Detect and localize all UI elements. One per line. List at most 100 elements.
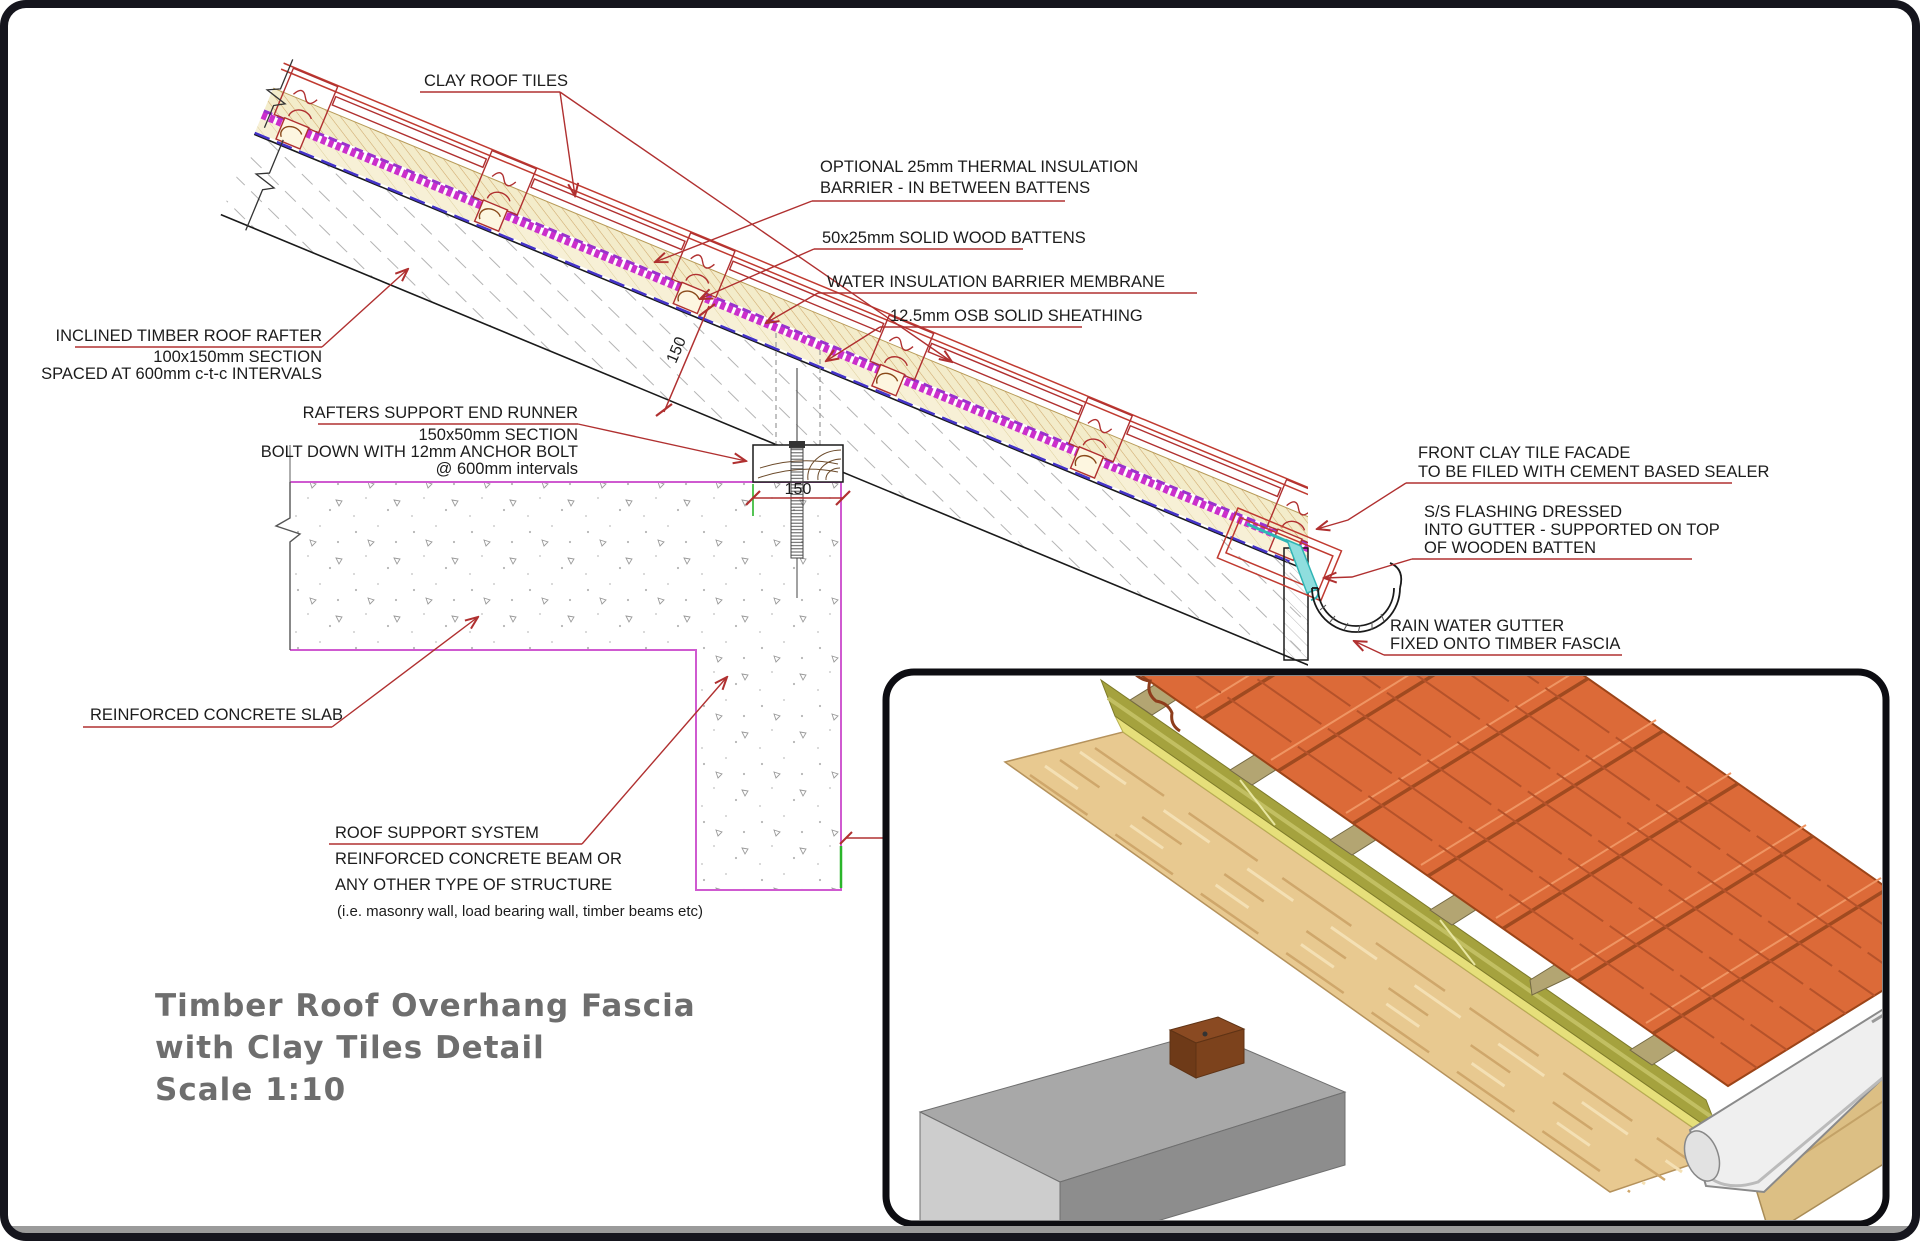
concrete-3d xyxy=(918,1031,1347,1220)
label-text: INTO GUTTER - SUPPORTED ON TOP xyxy=(1424,521,1720,539)
label-text: ROOF SUPPORT SYSTEM xyxy=(335,824,539,842)
gutter-profile xyxy=(1311,562,1403,634)
tiles-3d xyxy=(1126,676,1882,1088)
inset-border xyxy=(882,668,1890,1228)
dim-runner-width-text: 150 xyxy=(785,481,812,498)
label-text: 50x25mm SOLID WOOD BATTENS xyxy=(822,229,1086,247)
label-text: REINFORCED CONCRETE BEAM OR xyxy=(335,850,622,868)
drawing-title-line2: with Clay Tiles Detail xyxy=(155,1030,545,1066)
inset-3d-view xyxy=(882,668,1890,1228)
label-text: S/S FLASHING DRESSED xyxy=(1424,503,1622,521)
leader xyxy=(826,326,881,361)
tile-unit xyxy=(1067,396,1282,498)
label-water-membrane: WATER INSULATION BARRIER MEMBRANE xyxy=(766,273,1197,323)
bolt-head xyxy=(789,441,805,448)
tile-edge-scallops xyxy=(1126,676,1181,733)
gutter-hatch xyxy=(1319,604,1385,634)
rafter-3d xyxy=(1003,731,1730,1194)
label-text: 100x150mm SECTION xyxy=(153,348,322,366)
roof-assembly-clip xyxy=(220,59,1308,673)
label-text: BARRIER - IN BETWEEN BATTENS xyxy=(820,179,1090,197)
rafter-top-line xyxy=(253,133,1308,593)
bottom-edge-strip xyxy=(8,1226,1912,1234)
insulation-3d xyxy=(1099,678,1722,1138)
label-text: FRONT CLAY TILE FACADE xyxy=(1418,444,1630,462)
label-osb-sheathing: 12.5mm OSB SOLID SHEATHING xyxy=(826,307,1143,361)
label-text: OPTIONAL 25mm THERMAL INSULATION xyxy=(820,158,1138,176)
end-runner-group xyxy=(752,333,844,598)
label-text: 150x50mm SECTION xyxy=(418,426,578,444)
label-thermal-insulation: OPTIONAL 25mm THERMAL INSULATION BARRIER… xyxy=(655,158,1138,262)
label-text: 12.5mm OSB SOLID SHEATHING xyxy=(890,307,1143,325)
annotation-labels: CLAY ROOF TILES OPTIONAL 25mm THERMAL IN… xyxy=(41,72,1769,920)
leader-branch xyxy=(559,91,575,196)
plank-highlights xyxy=(1044,750,1683,1186)
roof-assembly xyxy=(220,59,1308,673)
break-line-upper xyxy=(263,59,294,128)
membrane-line xyxy=(260,111,1308,576)
tile-corrugations xyxy=(1156,676,1882,1069)
plank-streaks xyxy=(1029,746,1701,1194)
concrete-slab-shape xyxy=(274,445,843,891)
label-text: INCLINED TIMBER ROOF RAFTER xyxy=(56,327,323,345)
concrete-outline xyxy=(290,481,842,891)
leader xyxy=(1354,641,1385,656)
label-roof-support: ROOF SUPPORT SYSTEM REINFORCED CONCRETE … xyxy=(329,677,727,920)
leader xyxy=(700,248,815,299)
label-text: OF WOODEN BATTEN xyxy=(1424,539,1596,557)
label-text: @ 600mm intervals xyxy=(436,460,578,478)
title-block: Timber Roof Overhang Fascia with Clay Ti… xyxy=(155,988,696,1108)
label-text: BOLT DOWN WITH 12mm ANCHOR BOLT xyxy=(261,443,578,461)
leader xyxy=(655,200,813,262)
concrete-stipple-fill xyxy=(290,482,841,890)
inset-3d-content xyxy=(918,676,1882,1220)
tile-surface-line-1 xyxy=(283,62,1308,512)
label-inclined-rafter: INCLINED TIMBER ROOF RAFTER 100x150mm SE… xyxy=(41,269,408,383)
runner-3d xyxy=(1168,1016,1246,1079)
insulation-band-hatch xyxy=(264,88,1308,567)
drawing-title-line3: Scale 1:10 xyxy=(155,1072,346,1108)
rafter-bottom-line xyxy=(220,213,1308,673)
tile-unit xyxy=(869,314,1084,416)
tile-course-highlights xyxy=(1195,676,1882,1024)
label-text: (i.e. masonry wall, load bearing wall, t… xyxy=(337,903,703,920)
label-text: ANY OTHER TYPE OF STRUCTURE xyxy=(335,876,612,894)
label-end-runner: RAFTERS SUPPORT END RUNNER 150x50mm SECT… xyxy=(261,404,746,478)
tile-unit xyxy=(273,67,488,169)
gutter-3d xyxy=(1683,978,1882,1194)
leader xyxy=(766,292,819,323)
label-front-facade: FRONT CLAY TILE FACADE TO BE FILED WITH … xyxy=(1317,444,1770,529)
label-text: CLAY ROOF TILES xyxy=(424,72,568,90)
label-text: REINFORCED CONCRETE SLAB xyxy=(90,706,343,724)
break-line-lower xyxy=(245,139,284,231)
label-text: RAFTERS SUPPORT END RUNNER xyxy=(303,404,578,422)
leader xyxy=(577,423,746,461)
label-rain-gutter: RAIN WATER GUTTER FIXED ONTO TIMBER FASC… xyxy=(1354,617,1622,656)
drawing-title-line1: Timber Roof Overhang Fascia xyxy=(155,988,696,1024)
label-wood-battens: 50x25mm SOLID WOOD BATTENS xyxy=(700,229,1086,299)
label-concrete-slab: REINFORCED CONCRETE SLAB xyxy=(83,617,478,728)
dim-runner-width: 150 xyxy=(745,481,851,516)
label-clay-roof-tiles: CLAY ROOF TILES xyxy=(420,72,952,362)
tile-unit xyxy=(471,149,686,251)
insulation-top-edge xyxy=(273,87,1308,546)
rafter-hatch-area xyxy=(220,134,1308,672)
dim-rafter-depth: 150 xyxy=(655,303,716,417)
label-text: TO BE FILED WITH CEMENT BASED SEALER xyxy=(1418,463,1770,481)
leader xyxy=(581,677,727,845)
label-text: RAIN WATER GUTTER xyxy=(1390,617,1564,635)
leader xyxy=(559,91,952,362)
leader xyxy=(331,617,478,728)
slab-break-line xyxy=(274,482,302,650)
leader xyxy=(321,269,408,348)
flashing-top-edge xyxy=(1246,522,1292,545)
label-flashing: S/S FLASHING DRESSED INTO GUTTER - SUPPO… xyxy=(1324,503,1720,578)
inset-reference-leader xyxy=(839,831,886,845)
label-text: WATER INSULATION BARRIER MEMBRANE xyxy=(827,273,1165,291)
label-text: SPACED AT 600mm c-t-c INTERVALS xyxy=(41,365,322,383)
anchor-bolt-rod xyxy=(790,447,804,559)
label-text: FIXED ONTO TIMBER FASCIA xyxy=(1390,635,1620,653)
